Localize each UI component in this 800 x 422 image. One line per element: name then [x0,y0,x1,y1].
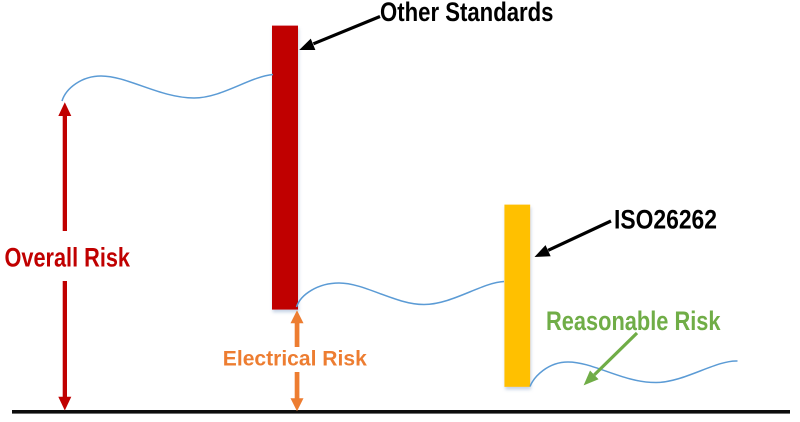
svg-text:ISO26262: ISO26262 [614,204,717,234]
svg-text:Overall Risk: Overall Risk [5,243,131,273]
svg-text:Electrical Risk: Electrical Risk [223,347,367,370]
svg-text:Other Standards: Other Standards [380,0,554,27]
svg-text:Reasonable Risk: Reasonable Risk [546,306,721,336]
